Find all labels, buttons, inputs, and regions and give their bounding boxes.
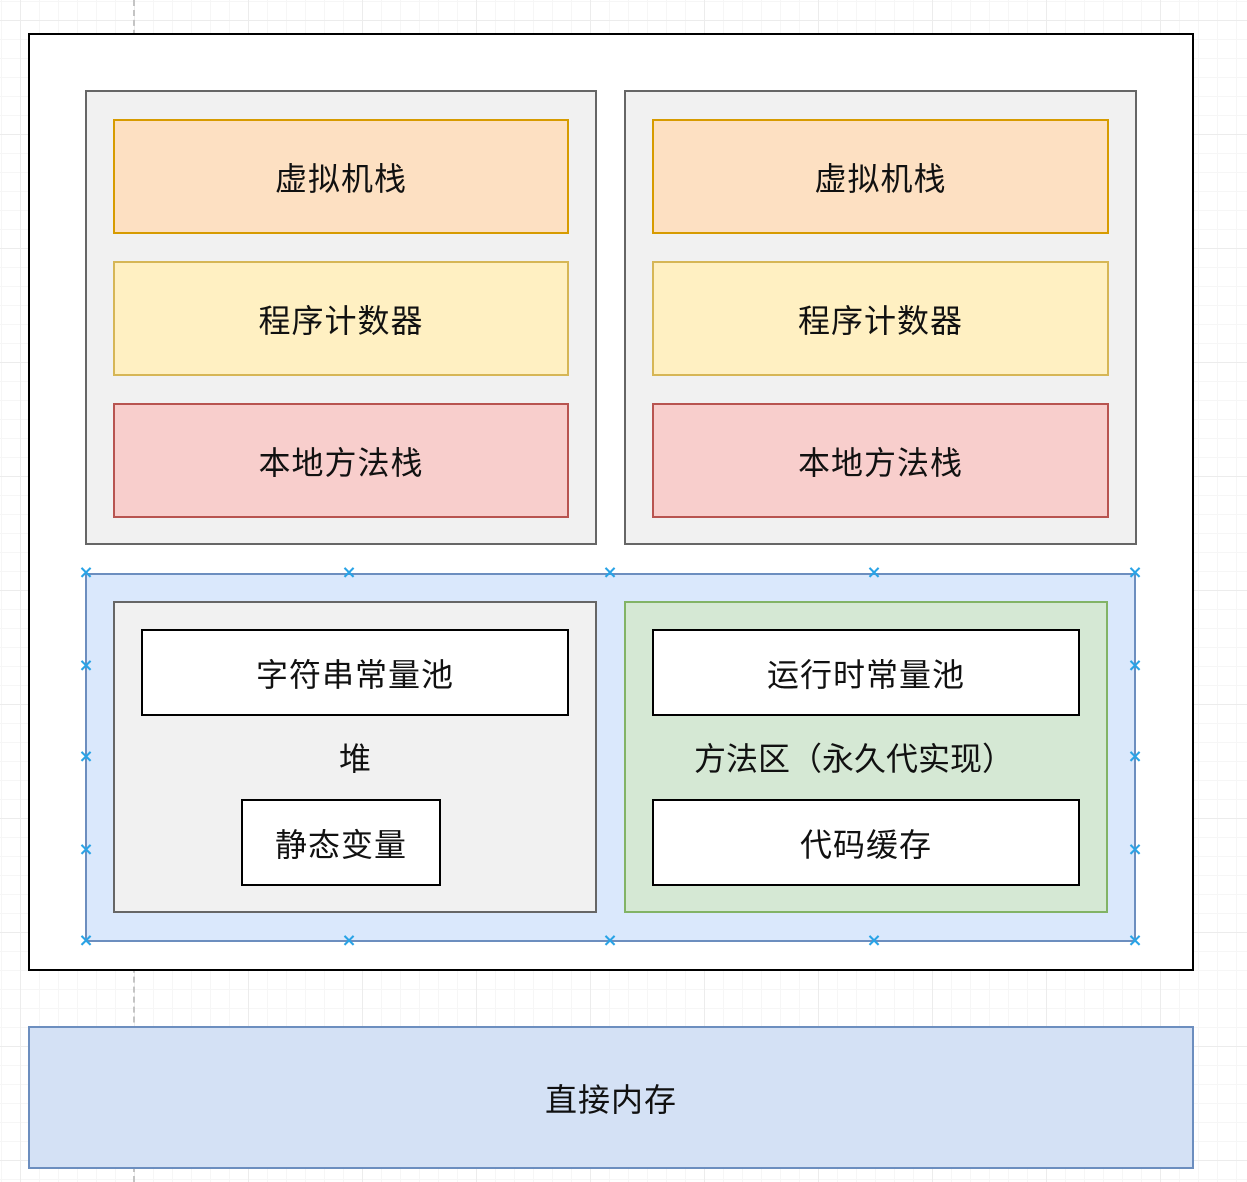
static-variables[interactable]: 静态变量 (241, 799, 441, 886)
program-counter-left[interactable]: 程序计数器 (113, 261, 569, 376)
selection-handle-icon[interactable]: × (602, 562, 618, 583)
native-method-stack-left[interactable]: 本地方法栈 (113, 403, 569, 518)
direct-memory[interactable]: 直接内存 (28, 1026, 1194, 1169)
runtime-constant-pool[interactable]: 运行时常量池 (652, 629, 1080, 716)
program-counter-right[interactable]: 程序计数器 (652, 261, 1109, 376)
code-cache[interactable]: 代码缓存 (652, 799, 1080, 886)
vm-stack-right[interactable]: 虚拟机栈 (652, 119, 1109, 234)
selection-handle-icon[interactable]: × (341, 930, 357, 951)
vm-stack-left[interactable]: 虚拟机栈 (113, 119, 569, 234)
selection-handle-icon[interactable]: × (1127, 839, 1143, 860)
selection-handle-icon[interactable]: × (1127, 746, 1143, 767)
method-area-label: 方法区（永久代实现） (694, 741, 1015, 777)
selection-handle-icon[interactable]: × (602, 930, 618, 951)
selection-handle-icon[interactable]: × (866, 562, 882, 583)
selection-handle-icon[interactable]: × (78, 655, 94, 676)
selection-handle-icon[interactable]: × (78, 562, 94, 583)
selection-handle-icon[interactable]: × (1127, 930, 1143, 951)
native-method-stack-right[interactable]: 本地方法栈 (652, 403, 1109, 518)
selection-handle-icon[interactable]: × (866, 930, 882, 951)
heap-label: 堆 (338, 741, 371, 777)
selection-handle-icon[interactable]: × (78, 746, 94, 767)
selection-handle-icon[interactable]: × (1127, 655, 1143, 676)
selection-handle-icon[interactable]: × (78, 930, 94, 951)
selection-handle-icon[interactable]: × (1127, 562, 1143, 583)
selection-handle-icon[interactable]: × (341, 562, 357, 583)
selection-handle-icon[interactable]: × (78, 839, 94, 860)
string-constant-pool[interactable]: 字符串常量池 (141, 629, 569, 716)
